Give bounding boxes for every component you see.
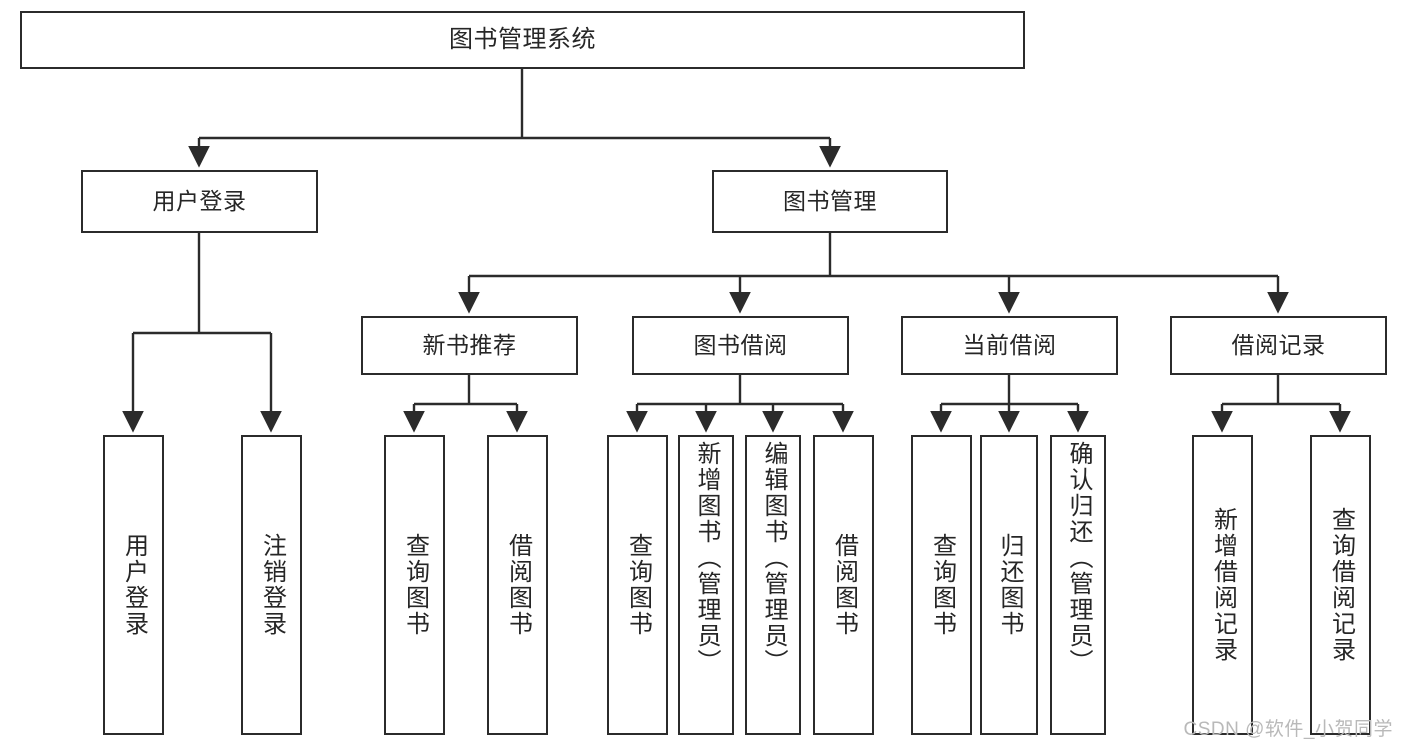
- node-book-borrowing[interactable]: 图书借阅: [632, 316, 849, 375]
- csdn-watermark: CSDN @软件_小贺同学: [1183, 719, 1393, 740]
- node-new-book-recommendation[interactable]: 新书推荐: [361, 316, 578, 375]
- node-label: 查询图书: [624, 533, 652, 637]
- node-label: 用户登录: [152, 187, 247, 214]
- node-label: 借阅图书: [504, 533, 532, 637]
- node-label: 注销登录: [258, 533, 286, 637]
- node-leaf-query-book-borrow[interactable]: 查询图书: [607, 435, 668, 735]
- node-label: 查询借阅记录: [1327, 507, 1355, 663]
- node-book-management[interactable]: 图书管理: [712, 170, 948, 233]
- node-leaf-query-book-current[interactable]: 查询图书: [911, 435, 972, 735]
- node-leaf-add-book-admin[interactable]: 新增图书（管理员）: [678, 435, 734, 735]
- node-label: 当前借阅: [962, 331, 1057, 358]
- node-leaf-query-book-rec[interactable]: 查询图书: [384, 435, 445, 735]
- node-label: 图书管理系统: [449, 25, 596, 53]
- node-leaf-query-borrow-record[interactable]: 查询借阅记录: [1310, 435, 1371, 735]
- node-label: 图书借阅: [693, 331, 788, 358]
- node-user-login[interactable]: 用户登录: [81, 170, 318, 233]
- node-label: 查询图书: [928, 533, 956, 637]
- node-leaf-user-login[interactable]: 用户登录: [103, 435, 164, 735]
- node-label: 借阅图书: [830, 533, 858, 637]
- node-label: 用户登录: [120, 533, 148, 637]
- node-label: 编辑图书（管理员）: [760, 441, 787, 675]
- node-label: 借阅记录: [1231, 331, 1326, 358]
- node-label: 查询图书: [401, 533, 429, 637]
- node-leaf-add-borrow-record[interactable]: 新增借阅记录: [1192, 435, 1253, 735]
- node-leaf-edit-book-admin[interactable]: 编辑图书（管理员）: [745, 435, 801, 735]
- node-label: 新增借阅记录: [1209, 507, 1237, 663]
- node-label: 新增图书（管理员）: [693, 441, 720, 675]
- node-label: 归还图书: [996, 533, 1023, 637]
- node-label: 确认归还（管理员）: [1065, 441, 1092, 675]
- node-leaf-confirm-return-admin[interactable]: 确认归还（管理员）: [1050, 435, 1106, 735]
- node-root-book-management-system[interactable]: 图书管理系统: [20, 11, 1025, 69]
- node-leaf-borrow-book-rec[interactable]: 借阅图书: [487, 435, 548, 735]
- node-leaf-borrow-book-borrow[interactable]: 借阅图书: [813, 435, 874, 735]
- node-current-borrowing[interactable]: 当前借阅: [901, 316, 1118, 375]
- node-label: 图书管理: [783, 187, 877, 214]
- node-label: 新书推荐: [422, 331, 517, 358]
- node-borrowing-record[interactable]: 借阅记录: [1170, 316, 1387, 375]
- node-leaf-user-logout[interactable]: 注销登录: [241, 435, 302, 735]
- node-leaf-return-book[interactable]: 归还图书: [980, 435, 1038, 735]
